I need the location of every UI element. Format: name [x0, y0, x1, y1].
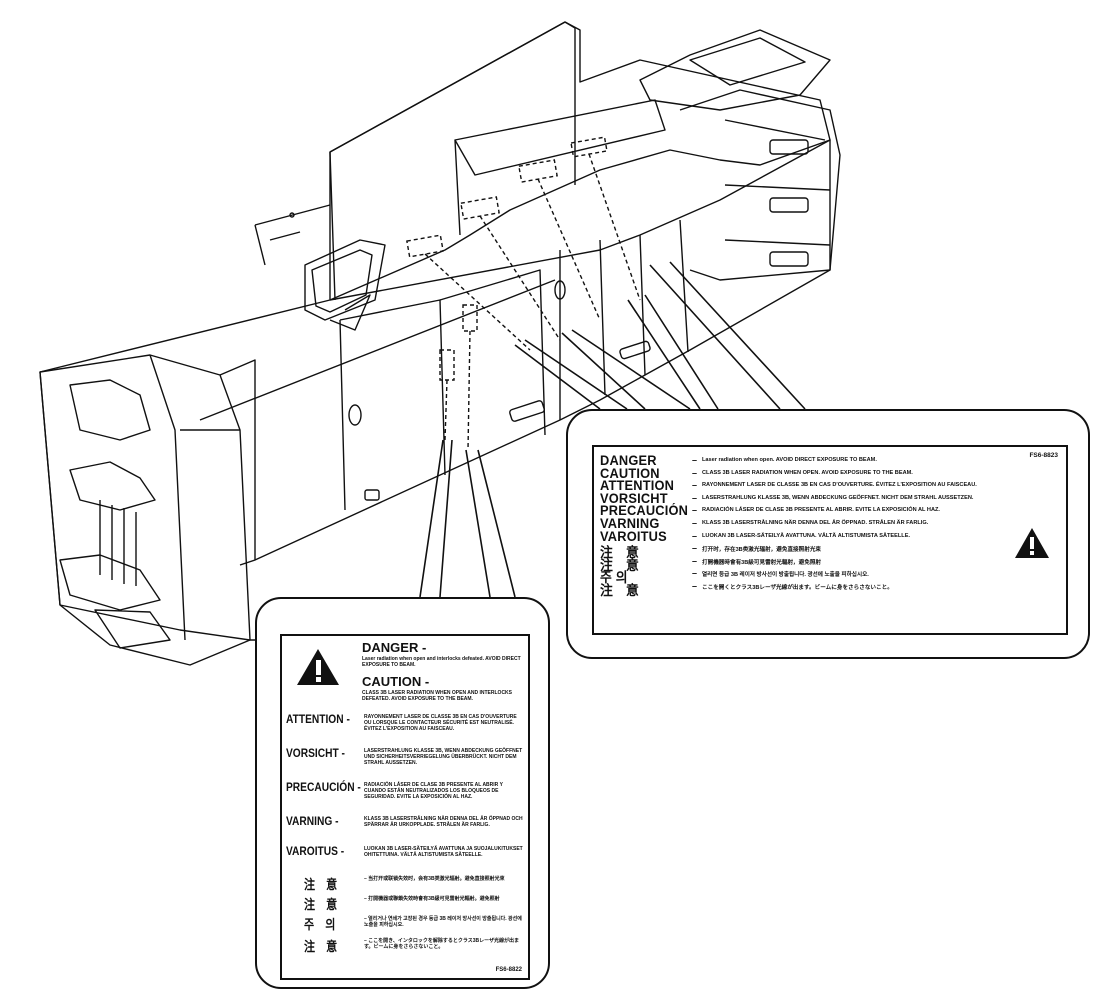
- warning-word: VORSICHT: [600, 490, 668, 506]
- warning-text: KLASS 3B LASERSTRÅLNING NÄR DENNA DEL ÄR…: [702, 520, 929, 526]
- label-location-1: [406, 234, 444, 258]
- warning-word: 注 意: [304, 897, 338, 912]
- caution-heading: CAUTION -: [362, 674, 430, 689]
- warning-text: – 当打开或联锁失效时，会有3B类激光辐射。避免直接照射光束: [364, 876, 505, 882]
- row-dash: –: [692, 467, 698, 478]
- row-dash: –: [692, 543, 698, 554]
- warning-text: LASERSTRAHLUNG KLASSE 3B, WENN ABDECKUNG…: [364, 748, 523, 766]
- label-location-4: [570, 136, 608, 158]
- label-part-number: FS6-8823: [1029, 452, 1058, 459]
- label-row: 주 의 –열리면 등급 3B 레이저 방사선이 방출됩니다. 광선에 노출을 피하…: [600, 568, 1020, 585]
- output-tray: [639, 29, 831, 111]
- label-row: PRECAUCIÓN–RADIACIÓN LÁSER DE CLASE 3B P…: [600, 503, 1020, 519]
- label-location-3: [518, 159, 558, 183]
- warning-word: VARNING -: [286, 814, 339, 828]
- paper-deck: [679, 89, 841, 281]
- leader-right: [514, 261, 806, 410]
- warning-word: 注 意: [304, 877, 338, 892]
- warning-text: RADIACIÓN LÁSER DE CLASE 3B PRESENTE AL …: [364, 782, 503, 800]
- label-location-6: [462, 304, 478, 332]
- label-row: VAROITUS –LUOKAN 3B LASER-SÄTEILYÄ AVATTU…: [600, 528, 1020, 544]
- warning-word: VAROITUS -: [286, 844, 345, 858]
- label-part-number: FS6-8822: [495, 967, 522, 973]
- warning-triangle-icon: [1015, 528, 1049, 558]
- warning-text: 打开时，存在3B类激光辐射，避免直接照射光束: [702, 547, 822, 554]
- warning-text: LUOKAN 3B LASER-SÄTEILYÄ AVATTUNA. VÄLTÄ…: [702, 532, 910, 539]
- warning-text: – ここを開き、インタロックを解除するとクラス3Bレーザ光線が出ます。ビームに身…: [364, 938, 520, 950]
- middle-module-a: [219, 359, 256, 566]
- warning-word: DANGER: [600, 453, 657, 468]
- warning-word: CAUTION: [600, 465, 660, 481]
- warning-text: 열리면 등급 3B 레이저 방사선이 방출됩니다. 광선에 노출을 피하십시오.: [702, 572, 869, 579]
- finisher-unit: [39, 354, 251, 666]
- main-body-front: [39, 139, 831, 641]
- warning-text: CLASS 3B LASER RADIATION WHEN OPEN. AVOI…: [702, 469, 913, 476]
- danger-heading: DANGER -: [362, 640, 427, 655]
- danger-text: Laser radiation when open and interlocks…: [362, 656, 521, 668]
- row-dash: –: [692, 480, 698, 491]
- warning-text: 打開機器時會有3B級可見雷射光輻射，避免照射: [702, 559, 822, 566]
- warning-word: ATTENTION: [600, 478, 675, 494]
- callout-laser-label-wide: FS6-8823 DANGER–Laser radiation when ope…: [566, 409, 1090, 659]
- row-dash: –: [692, 568, 698, 579]
- finisher-trays: [59, 379, 171, 649]
- control-panel: [304, 239, 386, 331]
- warning-word: 주 의: [304, 917, 336, 932]
- label-row: 注 意 –打开时，存在3B类激光辐射，避免直接照射光束: [600, 543, 1020, 560]
- row-dash: –: [692, 492, 698, 503]
- laser-warning-label-tall: DANGER - Laser radiation when open and i…: [280, 634, 530, 980]
- label-row: 注 意 –打開機器時會有3B級可見雷射光輻射，避免照射: [600, 555, 1020, 573]
- warning-text: LUOKAN 3B LASER-SÄTEILYÄ AVATTUNA JA SUO…: [364, 846, 523, 858]
- warning-text: – 열리거나 연쇄가 고장된 경우 등급 3B 레이저 방사선이 방출됩니다. …: [364, 916, 522, 928]
- warning-text: RAYONNEMENT LASER DE CLASSE 3B EN CAS D'…: [364, 714, 517, 732]
- callout-laser-label-tall: DANGER - Laser radiation when open and i…: [255, 597, 550, 989]
- row-dash: –: [692, 530, 698, 541]
- warning-triangle-icon: [297, 649, 339, 685]
- leader-bottom: [419, 439, 516, 598]
- row-dash: –: [692, 581, 698, 591]
- caution-text: CLASS 3B LASER RADIATION WHEN OPEN AND I…: [362, 690, 513, 702]
- main-body-top: [39, 21, 831, 373]
- warning-word: PRECAUCIÓN: [600, 503, 689, 519]
- warning-word: 注 意: [600, 583, 640, 598]
- middle-module-c: [439, 269, 546, 436]
- warning-word: VORSICHT -: [286, 746, 345, 760]
- warning-text: – 打開機器或聯鎖失效時會有3B級可見雷射光輻射。避免照射: [364, 896, 500, 902]
- row-dash: –: [692, 518, 698, 528]
- label-row: VORSICHT –LASERSTRAHLUNG KLASSE 3B, WENN …: [600, 490, 1020, 506]
- label-row: CAUTION –CLASS 3B LASER RADIATION WHEN OP…: [600, 465, 1020, 481]
- warning-word: PRECAUCIÓN -: [286, 780, 361, 794]
- warning-text: ここを開くとクラス3Bレーザ光線が出ます。ビームに身をさらさないこと。: [702, 585, 893, 591]
- warning-text: Laser radiation when open. AVOID DIRECT …: [702, 457, 877, 463]
- label-row: DANGER –Laser radiation when open. AVOID …: [600, 453, 1020, 468]
- warning-word: 주 의: [600, 570, 628, 586]
- warning-word: ATTENTION -: [286, 712, 350, 726]
- label-location-2: [460, 196, 500, 220]
- warning-text: LASERSTRAHLUNG KLASSE 3B, WENN ABDECKUNG…: [702, 494, 974, 501]
- laser-warning-label-wide: FS6-8823 DANGER–Laser radiation when ope…: [592, 445, 1068, 635]
- warning-text: RADIACIÓN LÁSER DE CLASE 3B PRESENTE AL …: [702, 507, 940, 514]
- row-dash: –: [692, 455, 698, 465]
- row-dash: –: [692, 555, 698, 566]
- warning-word: 注 意: [600, 557, 640, 573]
- warning-word: 注 意: [600, 545, 640, 561]
- warning-word: VAROITUS: [600, 528, 667, 544]
- warning-word: VARNING: [600, 516, 660, 531]
- warning-word: 注 意: [304, 939, 338, 954]
- warning-text: RAYONNEMENT LASER DE CLASSE 3B EN CAS D'…: [702, 482, 977, 489]
- label-row: ATTENTION –RAYONNEMENT LASER DE CLASSE 3B…: [600, 478, 1020, 494]
- warning-text: KLASS 3B LASERSTRÅLNING NÄR DENNA DEL ÄR…: [364, 816, 523, 828]
- label-row: 注 意 –ここを開くとクラス3Bレーザ光線が出ます。ビームに身をさらさないこと。: [600, 581, 1020, 598]
- upper-housing: [329, 21, 666, 301]
- row-dash: –: [692, 505, 698, 516]
- label-row: VARNING –KLASS 3B LASERSTRÅLNING NÄR DENN…: [600, 516, 1020, 531]
